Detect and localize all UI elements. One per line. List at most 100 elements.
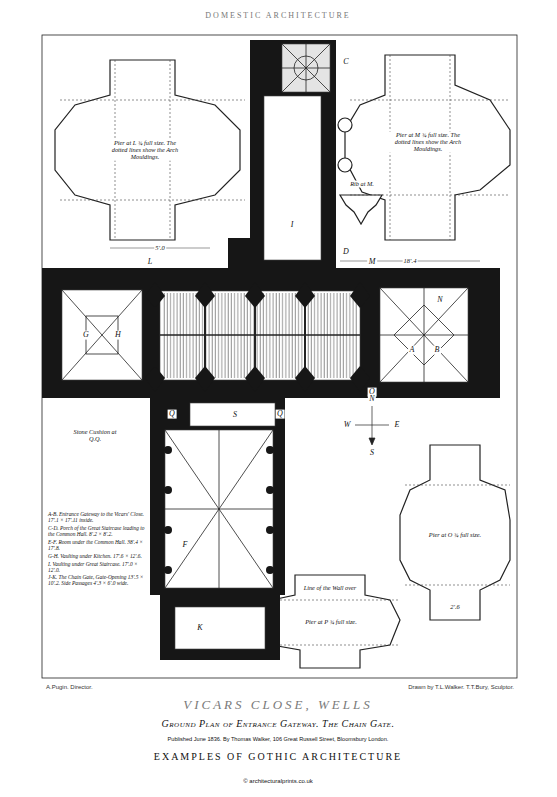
reference-letter: D [342, 248, 351, 257]
walls-part [42, 268, 500, 398]
reference-letter: N [436, 296, 444, 305]
arch-moulding-dotted-lines-part [60, 200, 245, 201]
reference-letter: W [342, 421, 352, 430]
reference-letter: M [367, 258, 377, 267]
key-entry: A-B. Entrance Gateway to the Vicars' Clo… [47, 512, 148, 524]
arch-moulding-dotted-lines-part [350, 195, 510, 196]
pier-details-part [345, 55, 510, 240]
vault-ribs-part [62, 290, 142, 380]
key-entry: J-K. The Chain Gate, Gate-Opening 13'.5 … [47, 575, 148, 587]
arch-moulding-dotted-lines-part [268, 600, 398, 601]
piers-part [350, 282, 370, 308]
vault-ribs-part [165, 509, 273, 510]
detail-note: Stone Cushion at Q.Q. [67, 429, 123, 443]
arch-moulding-dotted-lines-part [405, 485, 510, 486]
walls-part [160, 595, 280, 660]
reference-key: A-B. Entrance Gateway to the Vicars' Clo… [47, 512, 148, 589]
vault-ribs-part [282, 44, 330, 92]
frame [42, 35, 517, 678]
room-interiors-part [190, 403, 275, 426]
vault-ribs-part [380, 288, 468, 382]
reference-letter: G [82, 331, 91, 340]
vault-ribs [62, 44, 468, 588]
piers-part [295, 282, 315, 308]
detail-note: Pier at L ¾ full size. The dotted lines … [106, 140, 184, 161]
reference-letter: L [146, 258, 153, 267]
dimension: 18'.4 [403, 257, 418, 264]
reference-letter: C [342, 58, 350, 67]
vault-ribs-part [165, 430, 273, 588]
walls-part [250, 40, 336, 272]
pier-details-part [338, 158, 352, 172]
key-entry: C-D. Porch of the Great Staircase leadin… [47, 526, 148, 538]
walls-part [150, 398, 285, 595]
pier-details-part [338, 118, 352, 132]
reference-letter: A [408, 346, 416, 355]
key-entry: E-F. Room under the Common Hall. 38'.4 ×… [47, 540, 148, 552]
copyright: © architecturalprints.co.uk [242, 778, 313, 785]
piers-part [195, 282, 215, 308]
vault-ribs-part [165, 430, 273, 588]
room-interiors-part [62, 290, 142, 380]
key-entry: I. Vaulting under Great Staircase. 17'.0… [47, 562, 148, 574]
vault-ribs-part [282, 44, 330, 92]
piers-part [266, 566, 274, 574]
reference-letter: Q [276, 410, 285, 419]
piers-part [195, 366, 215, 392]
running-head: DOMESTIC ARCHITECTURE [204, 12, 351, 21]
piers-part [266, 486, 274, 494]
arch-moulding-dotted-lines-part [405, 585, 510, 586]
reference-letter: B [433, 346, 441, 355]
key-entry: G-H. Vaulting under Kitchen. 17'.6 × 12'… [47, 554, 148, 560]
reference-letter: E [393, 421, 401, 430]
compass [355, 406, 389, 445]
pier-details-part [400, 445, 510, 620]
piers-part [164, 486, 172, 494]
room-interiors-part [264, 96, 321, 260]
reference-letter: S [369, 449, 376, 458]
plate-caption: Ground Plan of Entrance Gateway. The Cha… [161, 718, 396, 729]
dimension: 2'.6 [449, 603, 461, 610]
reference-letter: F [181, 541, 189, 550]
vault-ribs-part [160, 334, 360, 336]
detail-note: Pier at P ¾ full size. [300, 619, 362, 626]
vault-ribs-part [294, 56, 318, 80]
piers-part [245, 366, 265, 392]
piers-part [164, 566, 172, 574]
piers-part [145, 366, 165, 392]
walls-part [228, 238, 252, 272]
piers-part [145, 282, 165, 308]
pier-details-part [55, 60, 240, 240]
room-interiors-part [380, 288, 468, 382]
piers-part [266, 446, 274, 454]
piers-part [295, 366, 315, 392]
reference-letter: H [114, 331, 123, 340]
reference-letter: N [368, 395, 376, 404]
credit-line: Drawn by T.L.Walker. T.T.Bury, Sculptor. [407, 684, 515, 691]
piers-part [164, 526, 172, 534]
detail-note: Pier at M ¾ full size. The dotted lines … [389, 132, 467, 153]
dimension: 5'.0 [154, 244, 166, 251]
pier-details-part [340, 195, 382, 224]
series-title: EXAMPLES OF GOTHIC ARCHITECTURE [153, 751, 403, 762]
room-interiors-part [282, 44, 330, 92]
compass-part [355, 425, 389, 426]
arch-moulding-dotted-lines-part [60, 100, 245, 101]
room-interiors-part [160, 291, 360, 380]
reference-letter: K [196, 624, 204, 633]
detail-note: Pier at O ¾ full size. [426, 532, 484, 539]
reference-letter: Q [168, 410, 177, 419]
vault-ribs-part [62, 290, 142, 380]
detail-note: Rib at M. [349, 181, 375, 188]
reference-letter: S [232, 411, 239, 420]
vault-ribs-part [380, 335, 468, 336]
credit-line: A.Pugin. Director. [45, 684, 94, 691]
arch-moulding-dotted-lines-part [350, 100, 510, 101]
piers-part [266, 526, 274, 534]
vault-ribs-part [394, 305, 454, 365]
imprint: Published June 1836. By Thomas Walker, 1… [167, 736, 390, 742]
piers-part [245, 282, 265, 308]
detail-note: Line of the Wall over [303, 585, 358, 592]
